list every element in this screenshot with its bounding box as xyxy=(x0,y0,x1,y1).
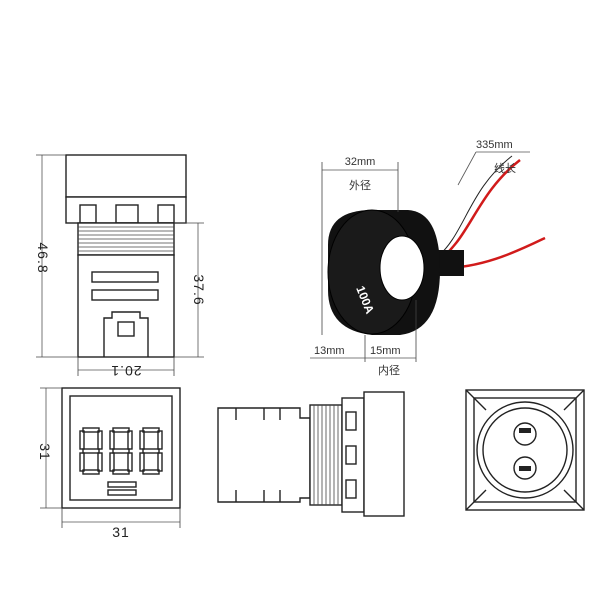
segment xyxy=(127,430,133,450)
segment xyxy=(139,452,145,472)
rear-thread-inner xyxy=(482,407,568,493)
profile-slot xyxy=(345,411,357,431)
dim-inner-dia: 15mm xyxy=(370,345,401,357)
dim-body-height: 37.6 xyxy=(191,274,207,305)
body-tab xyxy=(91,289,159,301)
side-cap xyxy=(65,154,187,198)
front-view: 888 31 31 xyxy=(37,387,181,540)
current-transformer: 100A 32mm 外径 335mm 线长 13mm 15mm 内径 xyxy=(310,139,546,377)
segment xyxy=(109,430,115,450)
seven-seg-display xyxy=(79,427,163,475)
side-profile xyxy=(217,391,405,517)
wire-outline xyxy=(435,155,513,259)
dim-outer-label: 外径 xyxy=(349,179,371,192)
dim-inner-label: 内径 xyxy=(378,363,400,377)
segment xyxy=(109,452,115,472)
side-bezel xyxy=(65,196,187,224)
wire-connector xyxy=(436,250,464,276)
rear-terminal xyxy=(513,422,537,446)
segment xyxy=(142,469,160,475)
dim-thread-dia: 20.1 xyxy=(110,363,141,379)
segment xyxy=(79,452,85,472)
digit-1 xyxy=(79,427,103,475)
rear-corners xyxy=(465,389,585,511)
segment xyxy=(112,469,130,475)
segment xyxy=(79,430,85,450)
wire-red xyxy=(435,159,521,264)
segment xyxy=(157,430,163,450)
rear-terminal-slot xyxy=(519,466,531,471)
front-led-bar xyxy=(107,481,137,488)
profile-body xyxy=(217,407,311,503)
segment xyxy=(127,452,133,472)
dim-face-height: 31 xyxy=(37,443,53,461)
segment xyxy=(112,448,130,454)
rear-inner xyxy=(473,397,577,503)
segment xyxy=(97,452,103,472)
side-body xyxy=(77,254,175,358)
dim-wire-length: 335mm xyxy=(476,139,513,151)
dim-leader-wire xyxy=(457,151,477,186)
dim-thickness: 13mm xyxy=(314,345,345,357)
front-led-bar xyxy=(107,489,137,496)
segment xyxy=(157,452,163,472)
profile-slot xyxy=(345,445,357,465)
profile-bezel xyxy=(341,397,365,513)
profile-slot xyxy=(345,479,357,499)
segment xyxy=(97,430,103,450)
side-view: 46.8 37.6 20.1 xyxy=(35,154,207,379)
segment xyxy=(82,448,100,454)
front-bezel xyxy=(69,395,173,501)
dim-face-width: 31 xyxy=(112,524,130,540)
rear-thread-outer xyxy=(476,401,574,499)
segment xyxy=(139,430,145,450)
core-hole xyxy=(379,235,425,301)
segment xyxy=(82,427,100,433)
segment xyxy=(142,448,160,454)
body-clip-hole xyxy=(117,321,135,337)
body-clip xyxy=(103,311,149,357)
dim-outer-dia: 32mm xyxy=(345,156,376,168)
segment xyxy=(82,469,100,475)
body-tab xyxy=(91,271,159,283)
rear-terminal-slot xyxy=(519,428,531,433)
segment xyxy=(112,427,130,433)
digit-2 xyxy=(109,427,133,475)
thread-lines xyxy=(78,226,174,252)
profile-cap xyxy=(363,391,405,517)
dim-wire-label: 线长 xyxy=(494,161,516,175)
thread-lines xyxy=(313,405,339,505)
digit-3 xyxy=(139,427,163,475)
rear-view xyxy=(465,389,585,511)
segment xyxy=(142,427,160,433)
front-frame xyxy=(61,387,181,509)
dim-total-height: 46.8 xyxy=(35,242,51,273)
